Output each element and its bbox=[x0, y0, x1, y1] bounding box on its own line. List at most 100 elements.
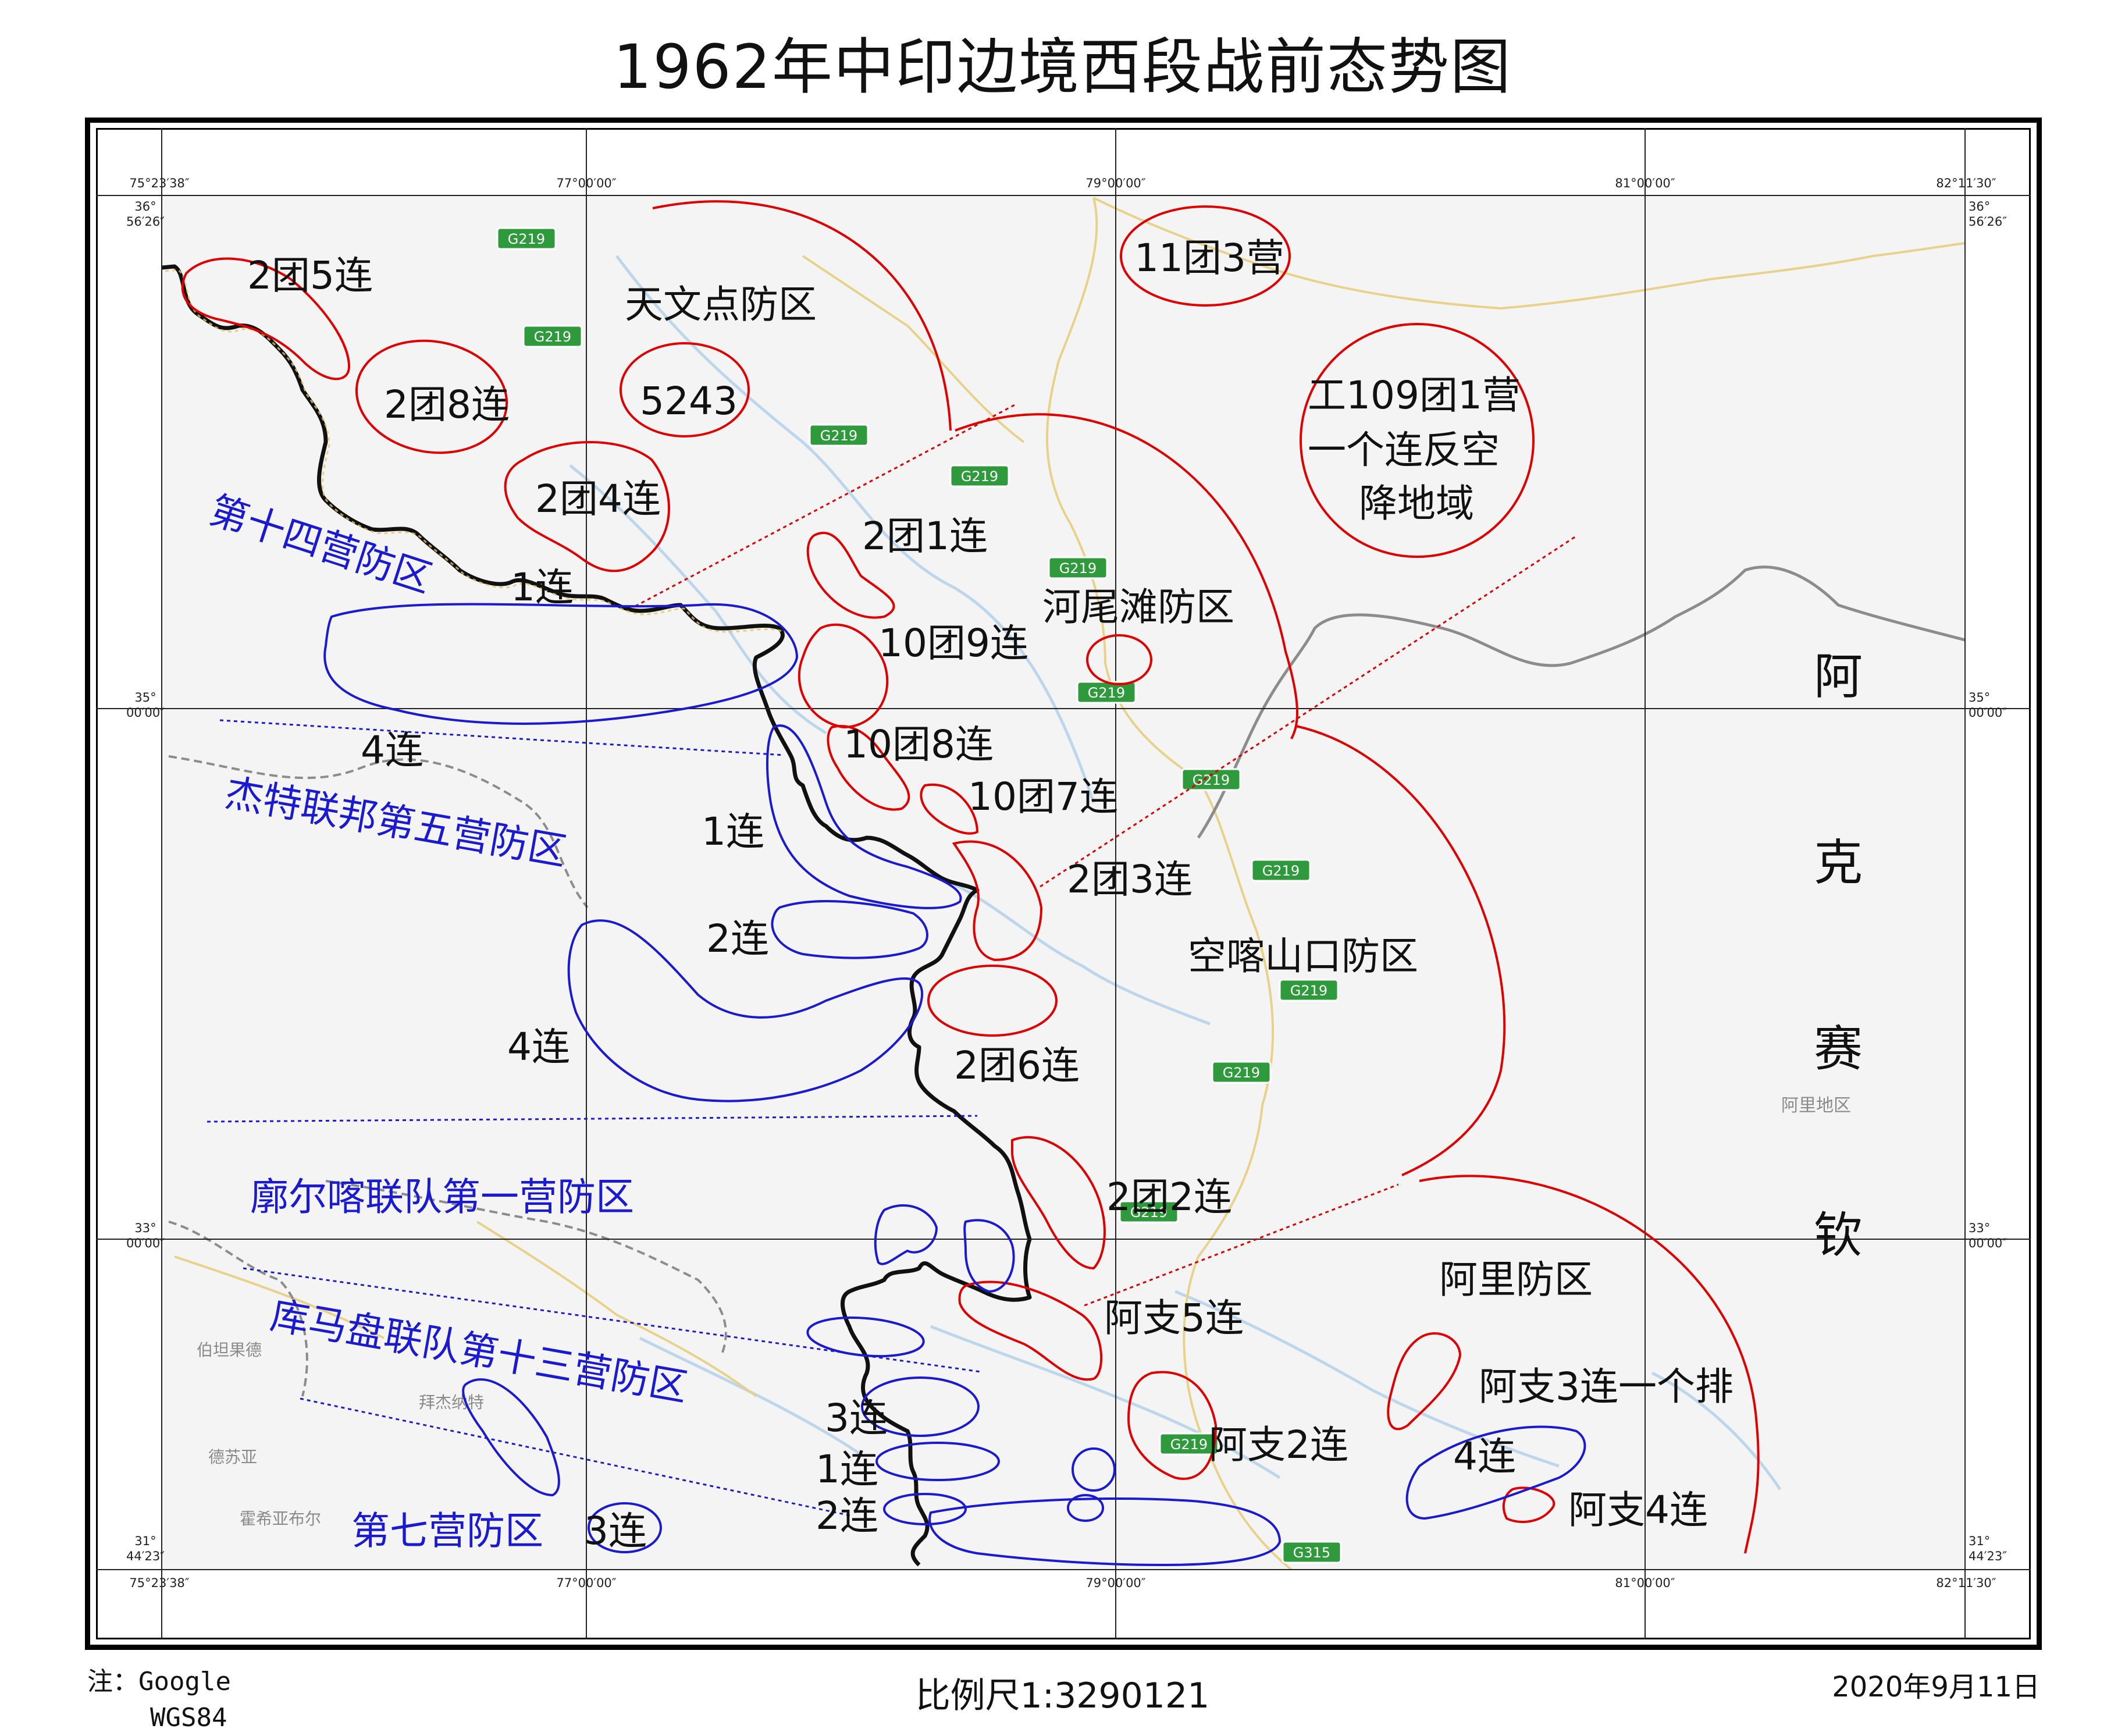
red-zone-10t9l bbox=[798, 623, 889, 729]
red-zone-10t7l bbox=[920, 783, 979, 835]
red-zone-2t8l bbox=[355, 339, 508, 454]
cn-label-22: 阿支2连 bbox=[1209, 1422, 1348, 1467]
road-badge-label: G219 bbox=[1130, 1204, 1167, 1221]
admin-boundary bbox=[168, 755, 727, 1397]
lon-label-top-0: 75°23′38″ bbox=[129, 176, 189, 190]
lat-deg-right-2: 33° bbox=[1969, 1221, 1990, 1235]
place-label-4: 霍希亚布尔 bbox=[240, 1509, 321, 1528]
region-char-1: 克 bbox=[1814, 834, 1863, 891]
red-zone-10t8l bbox=[827, 725, 910, 811]
road-badge-label: G219 bbox=[508, 231, 545, 247]
blue-zone-7y-east bbox=[928, 1497, 1282, 1567]
cn-label-19: 阿支5连 bbox=[1104, 1296, 1244, 1340]
boundary-shadow bbox=[165, 269, 784, 633]
road-badge-label: G219 bbox=[1223, 1065, 1260, 1081]
road-badge: G219 bbox=[809, 424, 869, 447]
chinese-division-lines bbox=[635, 403, 1578, 1307]
road-badge-label: G219 bbox=[534, 329, 571, 345]
blue-zone-1l bbox=[875, 1442, 1000, 1481]
red-zone-2t1l bbox=[806, 532, 895, 619]
road-badge-label: G219 bbox=[1059, 560, 1097, 577]
road-badge-bg bbox=[1251, 859, 1311, 882]
road-badge-bg bbox=[1159, 1432, 1219, 1456]
cn-label-20: 阿里防区 bbox=[1439, 1257, 1593, 1302]
graticule bbox=[96, 128, 2031, 1639]
lon-label-top-1: 77°00′00″ bbox=[556, 176, 616, 190]
place-label-3: 德苏亚 bbox=[208, 1447, 257, 1467]
lat-deg-right-0: 36° bbox=[1969, 200, 1990, 214]
road-badge: G219 bbox=[1159, 1432, 1219, 1456]
cn-label-3: 2团8连 bbox=[384, 382, 510, 427]
cn-label-21: 阿支3连一个排 bbox=[1479, 1364, 1734, 1409]
lon-label-bottom-4: 82°11′30″ bbox=[1936, 1576, 1996, 1590]
cn-label-5: 2团4连 bbox=[535, 476, 661, 521]
road-badge-bg bbox=[1211, 1061, 1272, 1084]
road-badge: G219 bbox=[1076, 681, 1137, 704]
road-badge-label: G219 bbox=[1170, 1436, 1208, 1453]
lat-min-right-1: 00′00″ bbox=[1969, 706, 2007, 720]
cn-label-4: 5243 bbox=[640, 379, 738, 424]
in-label-6: 廓尔喀联队第一营防区 bbox=[250, 1175, 634, 1219]
footer-note-line2: WGS84 bbox=[150, 1703, 227, 1733]
in-label-8: 3连 bbox=[825, 1396, 888, 1440]
region-char-2: 赛 bbox=[1814, 1020, 1863, 1077]
in-label-4: 2连 bbox=[706, 916, 769, 961]
cn-label-15: 2团3连 bbox=[1067, 857, 1193, 902]
red-arc-tianwendian bbox=[652, 200, 952, 431]
blue-zone-3l-top bbox=[806, 1316, 925, 1358]
road-badges: G219G219G219G219G219G219G219G219G219G219… bbox=[496, 227, 1342, 1564]
date-label: 2020年9月11日 bbox=[1832, 1671, 2040, 1703]
road-badge: G219 bbox=[1251, 859, 1311, 882]
red-zone-2t5l bbox=[181, 257, 351, 380]
road-badge: G219 bbox=[1048, 556, 1108, 579]
red-zone-azhi4l bbox=[1502, 1486, 1556, 1523]
road-badge-bg bbox=[1119, 1200, 1179, 1223]
road-badge-label: G219 bbox=[961, 468, 998, 485]
lat-min-left-3: 44′23″ bbox=[126, 1549, 165, 1563]
place-label-0: 阿里地区 bbox=[1781, 1095, 1851, 1116]
in-label-9: 1连 bbox=[816, 1447, 878, 1492]
red-zone-2t2l bbox=[1011, 1136, 1106, 1270]
blue-zone-4l-east bbox=[1405, 1425, 1586, 1520]
rivers bbox=[569, 255, 1782, 1490]
cn-label-16: 空喀山口防区 bbox=[1188, 934, 1418, 979]
red-arc-ali bbox=[1419, 1175, 1760, 1554]
blue-zone-2l bbox=[883, 1493, 967, 1525]
cn-label-17: 2团6连 bbox=[954, 1043, 1080, 1088]
cn-label-2: 11团3营 bbox=[1134, 236, 1284, 280]
in-label-12: 3连 bbox=[584, 1509, 647, 1553]
cn-label-6: 2团1连 bbox=[862, 514, 988, 558]
lat-min-right-0: 56′26″ bbox=[1969, 215, 2007, 229]
red-zone-heweitan-small bbox=[1086, 634, 1152, 685]
lat-deg-left-2: 33° bbox=[134, 1221, 156, 1235]
in-label-11: 第七营防区 bbox=[351, 1509, 543, 1553]
footer-note: 注：Google WGS84 bbox=[87, 1664, 231, 1736]
footer-note-line1: 注：Google bbox=[87, 1667, 231, 1696]
cn-label-0: 2团5连 bbox=[247, 253, 373, 298]
road-badge-label: G219 bbox=[1262, 863, 1300, 879]
lat-deg-right-1: 35° bbox=[1969, 691, 1990, 705]
scale-label: 比例尺1:3290121 bbox=[915, 1675, 1210, 1716]
cn-label-13: 10团8连 bbox=[843, 722, 994, 767]
in-label-13: 4连 bbox=[1453, 1434, 1516, 1479]
road-badge-label: G219 bbox=[1088, 685, 1125, 701]
region-char-0: 阿 bbox=[1814, 648, 1863, 705]
road-badge: G219 bbox=[1119, 1200, 1179, 1223]
lat-deg-left-1: 35° bbox=[134, 691, 156, 705]
chinese-positions bbox=[181, 200, 1760, 1554]
in-label-3: 1连 bbox=[702, 809, 764, 854]
blue-zone-5y-1l bbox=[766, 724, 962, 909]
red-zone-azhi5l bbox=[958, 1280, 1103, 1381]
cn-label-11: 河尾滩防区 bbox=[1042, 585, 1234, 629]
in-label-10: 2连 bbox=[816, 1493, 878, 1538]
place-label-1: 伯坦果德 bbox=[197, 1340, 262, 1360]
red-zone-2t3l bbox=[952, 840, 1043, 962]
cn-label-18: 2团2连 bbox=[1106, 1175, 1232, 1219]
red-zone-11t3y bbox=[1120, 205, 1291, 307]
blue-zone-small-d bbox=[1067, 1494, 1104, 1522]
blue-zone-small-b bbox=[963, 1219, 1015, 1293]
red-zone-5243 bbox=[620, 342, 750, 437]
lat-min-left-2: 00′00″ bbox=[126, 1236, 165, 1250]
lat-min-right-3: 44′23″ bbox=[1969, 1549, 2007, 1563]
